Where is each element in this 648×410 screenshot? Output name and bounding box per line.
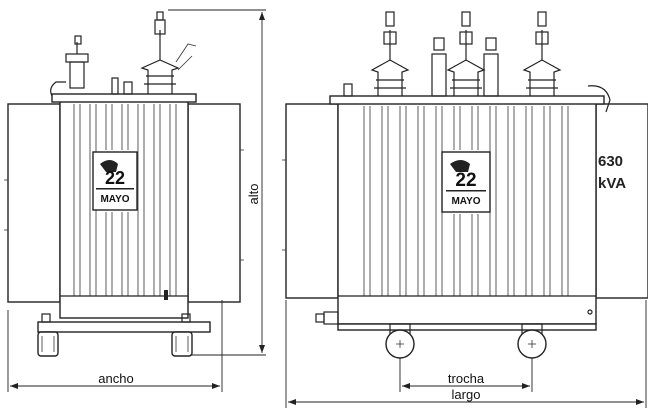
- side-bushings: [50, 11, 197, 97]
- front-cover: [329, 95, 605, 105]
- height-dimension: alto: [168, 9, 266, 356]
- length-dimension: largo: [285, 300, 647, 408]
- front-logo-number: 22: [455, 170, 476, 191]
- side-wheels: [37, 331, 193, 357]
- rating-unit: kVA: [598, 175, 626, 192]
- front-base: [337, 323, 597, 331]
- side-logo-brand: MAYO: [100, 194, 129, 205]
- side-logo: 22 MAYO: [92, 151, 138, 211]
- side-base: [37, 321, 211, 333]
- rating-value: 630: [598, 153, 623, 170]
- left-radiator: [7, 103, 61, 303]
- track-dimension: trocha: [399, 358, 533, 392]
- track-label: trocha: [448, 371, 485, 386]
- drain-valve: [315, 311, 339, 325]
- front-lv-bushings: [343, 37, 611, 113]
- front-left-radiator: [285, 103, 339, 299]
- right-radiator: [187, 103, 241, 303]
- height-label: alto: [246, 184, 261, 205]
- front-logo-brand: MAYO: [451, 196, 480, 207]
- length-label: largo: [452, 387, 481, 402]
- front-right-radiator: [595, 103, 648, 299]
- front-wheels: [385, 323, 547, 359]
- width-label: ancho: [98, 371, 133, 386]
- side-logo-number: 22: [105, 168, 125, 188]
- front-tank: [337, 101, 597, 325]
- side-corrugations: [73, 104, 177, 296]
- side-cover: [51, 93, 197, 103]
- front-hv-bushings: [370, 11, 562, 96]
- front-logo: 22 MAYO: [441, 151, 491, 213]
- side-view: 22 MAYO: [4, 11, 244, 357]
- width-dimension: ancho: [7, 300, 223, 392]
- front-view: 22 MAYO 630 kVA: [282, 11, 648, 359]
